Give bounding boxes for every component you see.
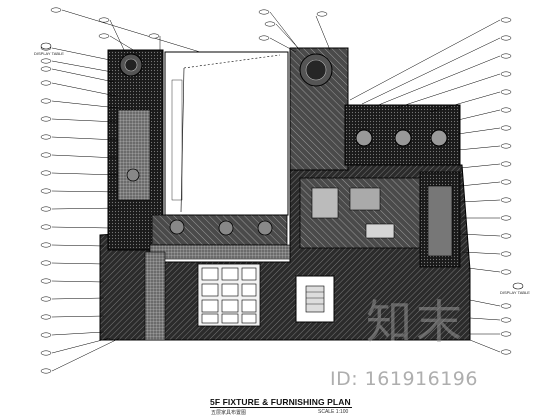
title-underline bbox=[210, 407, 352, 408]
drawing-title: 5F FIXTURE & FURNISHING PLAN bbox=[210, 397, 351, 407]
display-table-symbols bbox=[40, 42, 524, 290]
courtyard-void bbox=[164, 51, 289, 216]
display-racks bbox=[197, 263, 261, 327]
drawing-subtitle: 五层家具布置图 bbox=[211, 410, 247, 416]
drawing-scale: SCALE 1:100 bbox=[318, 409, 349, 415]
watermark-logo: 知末 bbox=[366, 295, 466, 349]
watermark-id: ID: 161916196 bbox=[330, 368, 478, 390]
display-table-label-left: DISPLAY TABLE bbox=[34, 51, 64, 56]
display-table-label-right: DISPLAY TABLE bbox=[500, 290, 530, 295]
callout-leaders-right bbox=[349, 17, 512, 355]
callout-leaders-left bbox=[40, 45, 121, 374]
furniture-blocks bbox=[171, 79, 453, 257]
callout-leaders-top bbox=[50, 7, 331, 55]
stair-core bbox=[295, 275, 335, 323]
round-tables bbox=[119, 53, 448, 236]
